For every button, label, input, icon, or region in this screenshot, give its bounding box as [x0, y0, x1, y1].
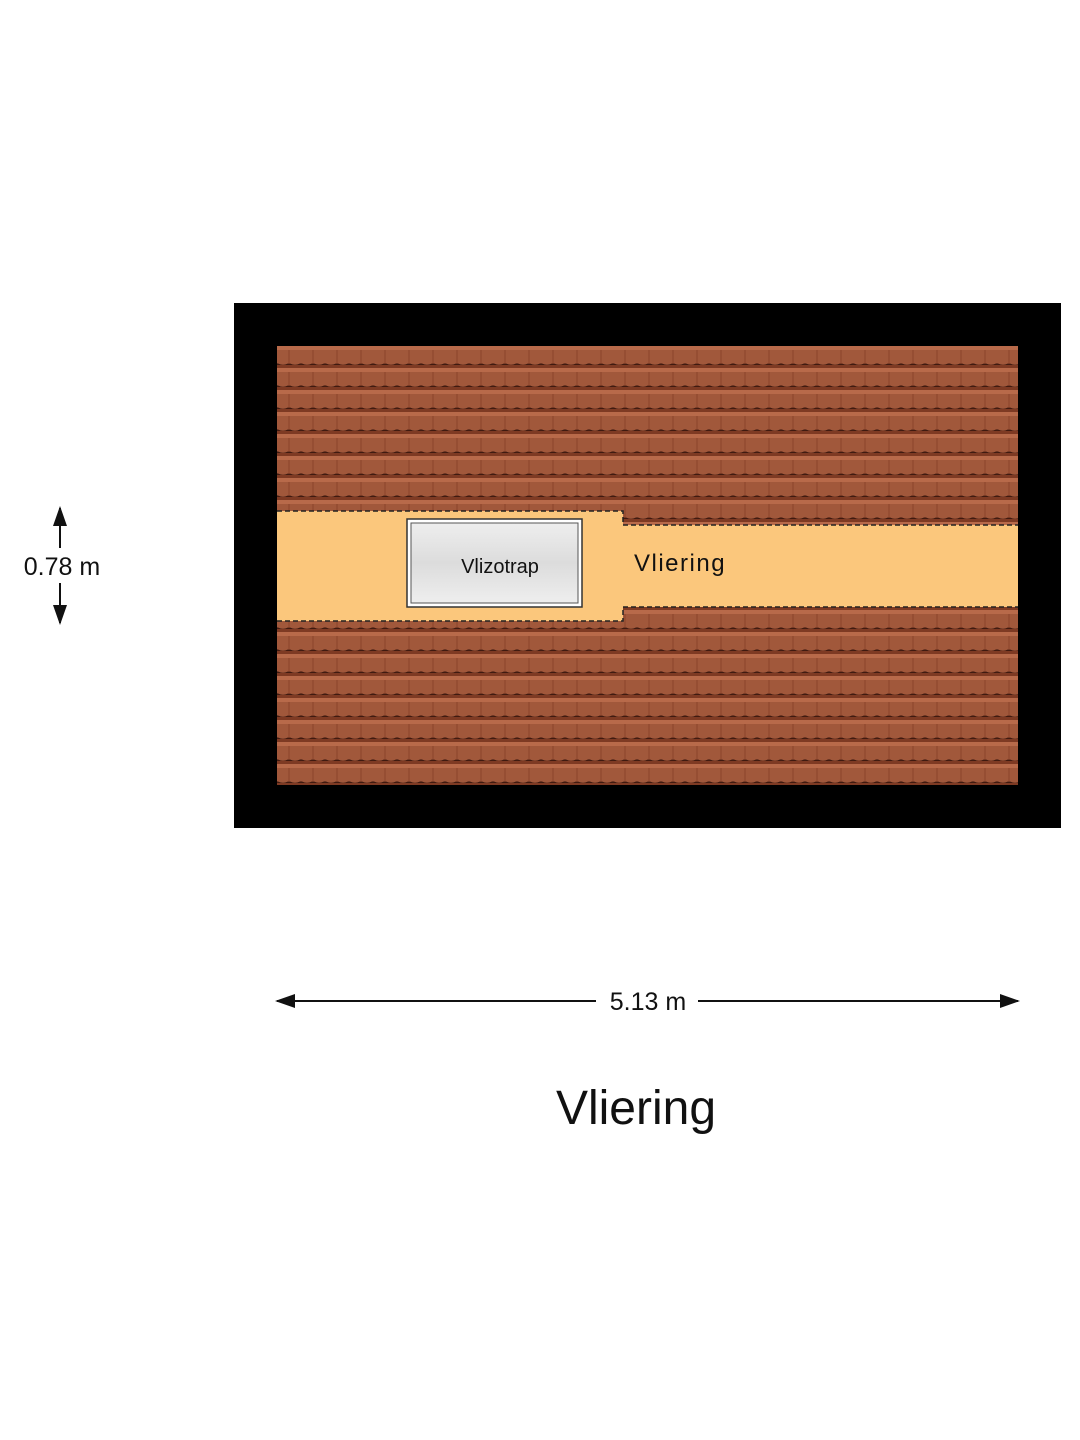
floor-boundary-dashed — [277, 510, 1018, 622]
width-dimension-label: 5.13 m — [610, 988, 686, 1016]
room-label-vliering: Vliering — [634, 550, 726, 577]
attic-hatch-label: Vlizotrap — [461, 556, 539, 578]
floor-title: Vliering — [556, 1082, 716, 1135]
depth-dimension-label: 0.78 m — [24, 553, 100, 581]
attic-hatch — [406, 518, 583, 608]
